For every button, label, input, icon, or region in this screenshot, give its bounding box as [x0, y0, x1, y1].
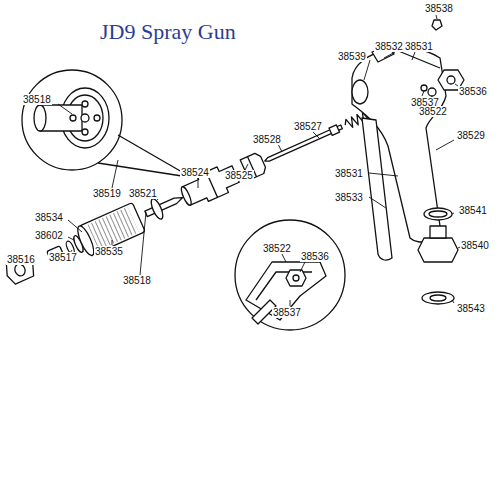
- callout-number: 38525: [224, 170, 254, 181]
- callout-number: 38531: [334, 168, 364, 179]
- o-ring: [428, 88, 436, 96]
- detail-leaders: [98, 135, 182, 176]
- callout-number: 38518: [122, 275, 152, 286]
- gun-body: [352, 46, 446, 260]
- ring: [424, 208, 452, 220]
- callout-number: 38522: [418, 106, 448, 117]
- callout-number: 38522: [262, 243, 292, 254]
- callout-number: 38537: [272, 307, 302, 318]
- callout-number: 38527: [293, 121, 323, 132]
- o-ring: [421, 85, 427, 91]
- callout-number: 38541: [458, 205, 488, 216]
- callout-number: 38519: [92, 188, 122, 199]
- detail-circle: [22, 70, 122, 170]
- callout-number: 38535: [94, 246, 124, 257]
- callout-number: 38534: [34, 212, 64, 223]
- trigger: [362, 118, 392, 260]
- callout-number: 38517: [48, 252, 78, 263]
- valve-nut: [418, 238, 458, 262]
- callout-number: 38533: [334, 192, 364, 203]
- callout-number: 38543: [456, 303, 486, 314]
- washer: [422, 292, 454, 304]
- front-assembly: [1, 97, 382, 290]
- callout-number: 38532: [374, 41, 404, 52]
- callout-number: 38540: [460, 240, 490, 251]
- callout-number: 38539: [337, 51, 367, 62]
- callout-number: 38531: [404, 41, 434, 52]
- callout-number: 38518: [22, 94, 52, 105]
- section-detail: [246, 262, 326, 324]
- callout-number: 38602: [34, 230, 64, 241]
- callout-number: 38536: [300, 251, 330, 262]
- callout-number: 38536: [458, 86, 488, 97]
- callout-number: 38524: [180, 167, 210, 178]
- leader-lines: [22, 15, 460, 306]
- detail-circle: [235, 220, 345, 330]
- callout-number: 38538: [424, 3, 454, 14]
- screw: [432, 20, 442, 30]
- callout-number: 38529: [456, 130, 486, 141]
- callout-number: 38516: [6, 254, 36, 265]
- callout-number: 38521: [128, 188, 158, 199]
- diagram-title: JD9 Spray Gun: [100, 20, 236, 44]
- callout-number: 38528: [252, 134, 282, 145]
